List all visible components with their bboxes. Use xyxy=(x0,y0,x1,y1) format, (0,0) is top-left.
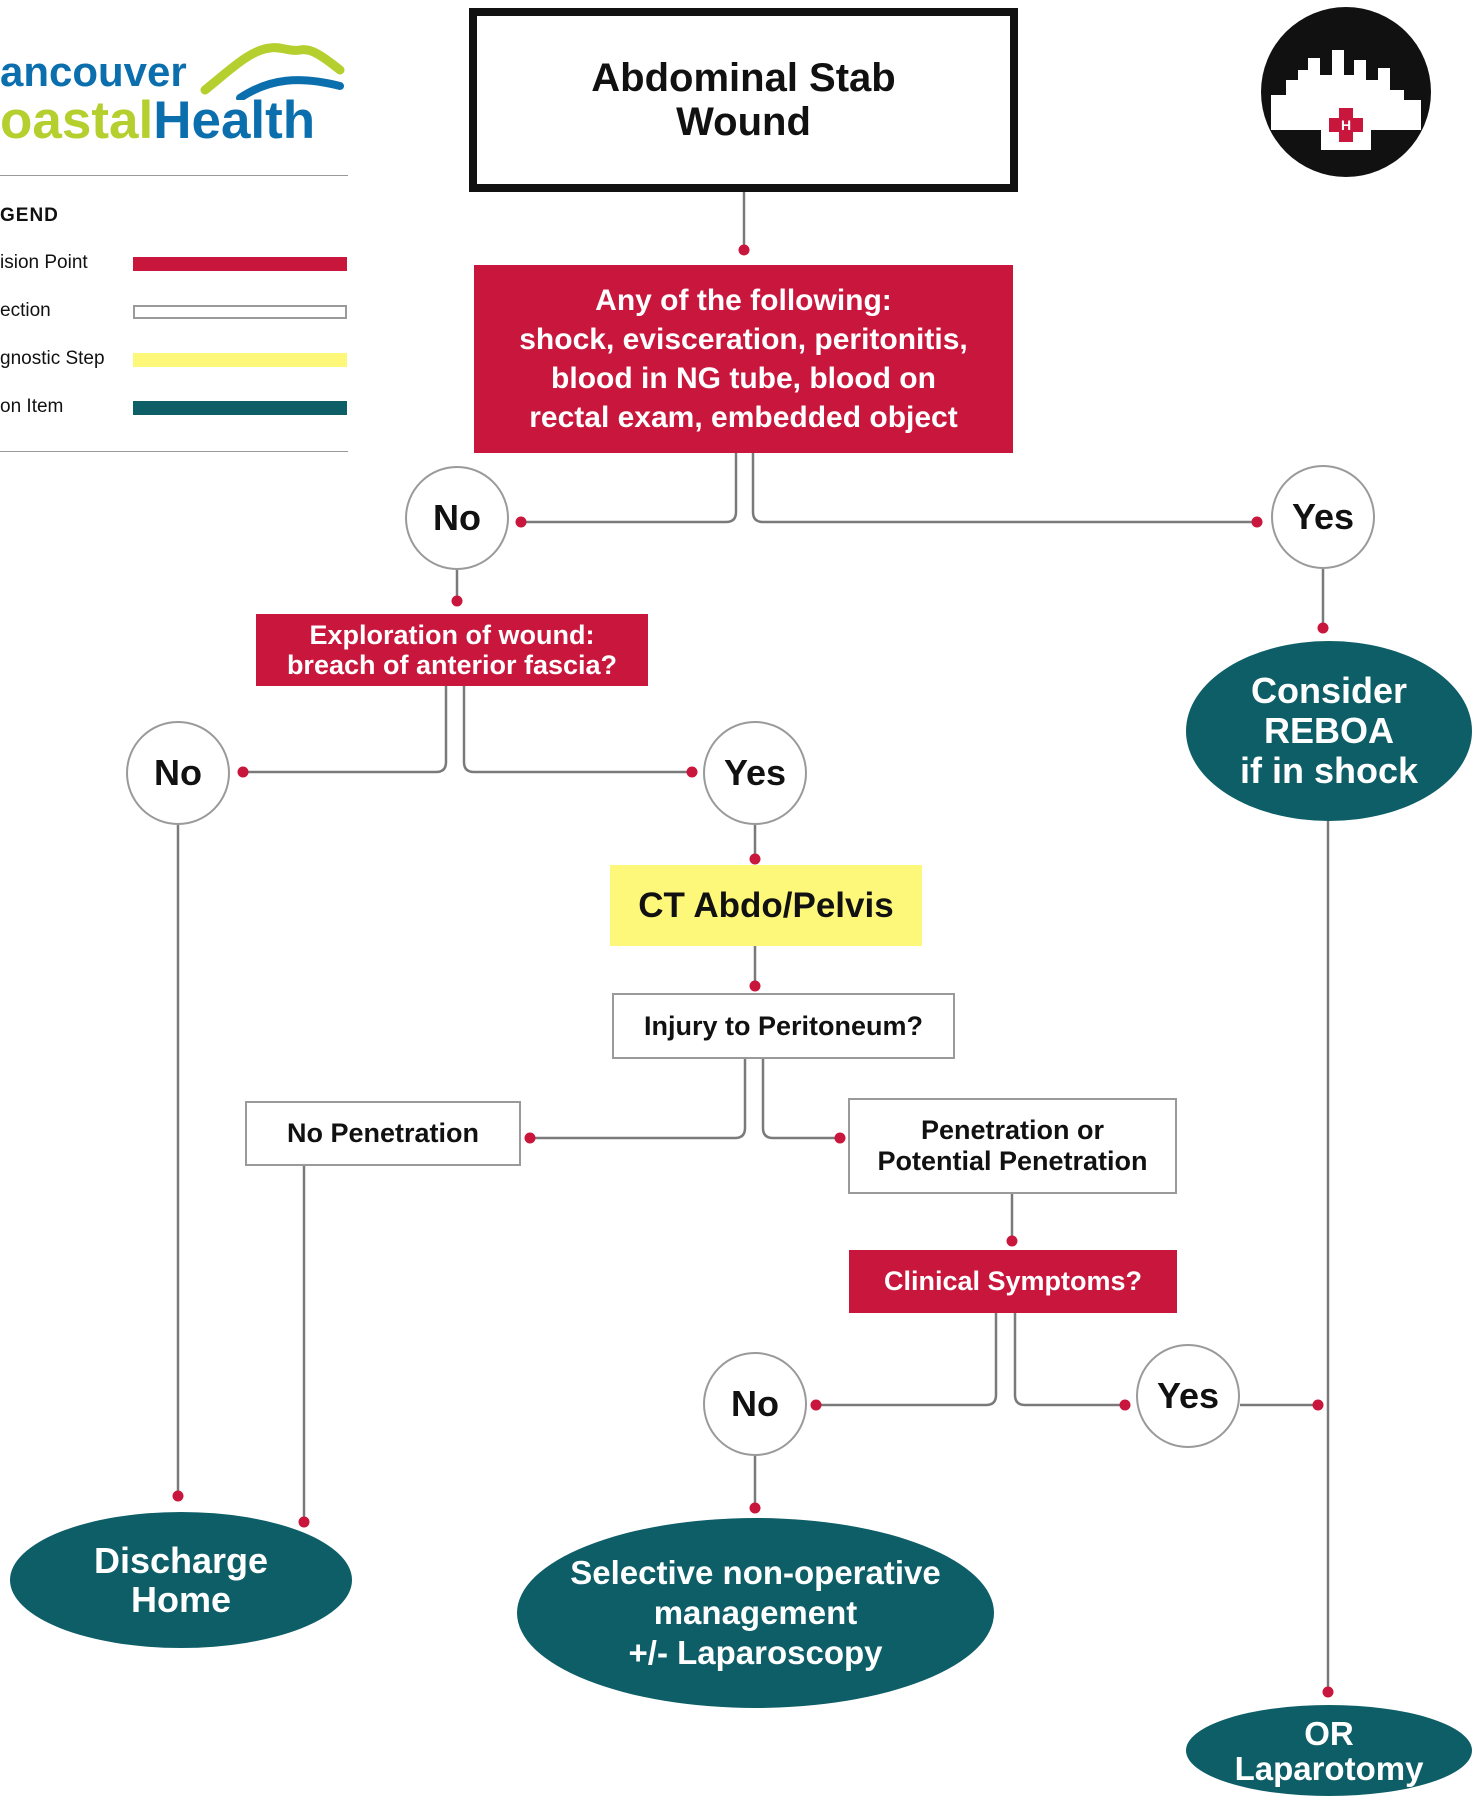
connector-q2-to-yes xyxy=(462,686,692,774)
connector-dot xyxy=(1312,1399,1324,1411)
discharge-action-label: Discharge Home xyxy=(93,1540,269,1620)
logo-line-2: oastalHealth xyxy=(0,90,315,151)
connector-dot xyxy=(524,1132,536,1144)
connector-dot xyxy=(172,1490,184,1502)
reboa-action: Consider REBOA if in shock xyxy=(1186,641,1472,821)
q4-yes-label: Yes xyxy=(1156,1375,1220,1416)
or-laparotomy-action-label: OR Laparotomy xyxy=(1234,1714,1424,1787)
or-laparotomy-action: OR Laparotomy xyxy=(1186,1705,1472,1796)
q2-no-label: No xyxy=(154,752,202,793)
connector-dot xyxy=(810,1399,822,1411)
discharge-action: Discharge Home xyxy=(10,1512,352,1648)
penetration-section: Penetration or Potential Penetration xyxy=(848,1098,1177,1194)
mountain-icon xyxy=(200,43,345,100)
connector-dot xyxy=(451,595,463,607)
q1-no-label: No xyxy=(433,497,481,538)
connector-q3-to-pen xyxy=(761,1059,840,1140)
q2-no-circle: No xyxy=(126,721,230,825)
no-penetration-section: No Penetration xyxy=(245,1101,521,1166)
q4-no-circle: No xyxy=(703,1352,807,1456)
connector-dot xyxy=(834,1132,846,1144)
decision-q4-label: Clinical Symptoms? xyxy=(883,1266,1143,1296)
snom-action: Selective non-operative management +/- L… xyxy=(517,1518,994,1708)
seal-cross-letter: H xyxy=(1341,117,1351,133)
connector-dot xyxy=(749,1502,761,1514)
q1-yes-circle: Yes xyxy=(1271,465,1375,569)
connector-dot xyxy=(749,980,761,992)
start-node: Abdominal Stab Wound xyxy=(469,8,1018,192)
connector-dot xyxy=(237,766,249,778)
connector-dot xyxy=(1317,622,1329,634)
legend-swatch-decision xyxy=(133,257,347,271)
penetration-label: Penetration or Potential Penetration xyxy=(877,1115,1148,1176)
legend-swatch-diagnostic xyxy=(133,353,347,367)
legend-label-section: ection xyxy=(0,300,51,321)
legend-bottom-rule xyxy=(0,451,348,452)
section-q3: Injury to Peritoneum? xyxy=(612,993,955,1059)
logo-health: Health xyxy=(153,91,316,150)
decision-q4: Clinical Symptoms? xyxy=(849,1250,1177,1313)
decision-q2-label: Exploration of wound: breach of anterior… xyxy=(286,620,618,680)
q1-no-circle: No xyxy=(405,466,509,570)
decision-q2: Exploration of wound: breach of anterior… xyxy=(256,614,648,686)
connector-dot xyxy=(686,766,698,778)
connector-q1-to-no xyxy=(521,453,738,524)
connector-dot xyxy=(1006,1235,1018,1247)
connector-dot xyxy=(1322,1686,1334,1698)
connector-q2-to-no xyxy=(243,686,448,774)
connector-dot xyxy=(298,1516,310,1528)
legend-swatch-action xyxy=(133,401,347,415)
connector-dot xyxy=(738,244,750,256)
logo-coastal: oastal xyxy=(0,91,154,150)
section-q3-label: Injury to Peritoneum? xyxy=(643,1010,924,1041)
legend-label-diagnostic: gnostic Step xyxy=(0,348,105,369)
reboa-action-label: Consider REBOA if in shock xyxy=(1239,670,1419,791)
start-node-label: Abdominal Stab Wound xyxy=(591,56,896,144)
q1-yes-label: Yes xyxy=(1291,496,1355,537)
q4-yes-circle: Yes xyxy=(1136,1344,1240,1448)
connector-dot xyxy=(515,516,527,528)
logo-line-1: ancouver xyxy=(0,48,187,95)
snom-action-label: Selective non-operative management +/- L… xyxy=(570,1554,941,1671)
connector-q4-to-yes xyxy=(1013,1313,1125,1407)
legend-swatch-section xyxy=(133,305,347,319)
decision-q1: Any of the following: shock, evisceratio… xyxy=(474,265,1013,453)
q2-yes-circle: Yes xyxy=(703,721,807,825)
legend-title: GEND xyxy=(0,205,59,226)
connector-q3-to-nopen xyxy=(530,1059,747,1140)
connector-q1-to-yes xyxy=(751,453,1257,524)
connector-dot xyxy=(749,853,761,865)
ct-diagnostic-label: CT Abdo/Pelvis xyxy=(638,885,894,925)
q2-yes-label: Yes xyxy=(723,752,787,793)
vch-logo: ancouver oastalHealth xyxy=(0,40,345,150)
legend-label-action: on Item xyxy=(0,396,64,417)
no-penetration-label: No Penetration xyxy=(286,1118,480,1148)
vgh-trauma-seal: H xyxy=(1246,0,1446,190)
decision-q1-label: Any of the following: shock, evisceratio… xyxy=(519,284,968,434)
legend-label-decision: ision Point xyxy=(0,252,88,273)
connector-q4-to-no xyxy=(816,1313,998,1407)
connector-dot xyxy=(1251,516,1263,528)
connector-dot xyxy=(1119,1399,1131,1411)
q4-no-label: No xyxy=(731,1383,779,1424)
legend-top-rule xyxy=(0,175,348,176)
ct-diagnostic: CT Abdo/Pelvis xyxy=(610,865,922,946)
